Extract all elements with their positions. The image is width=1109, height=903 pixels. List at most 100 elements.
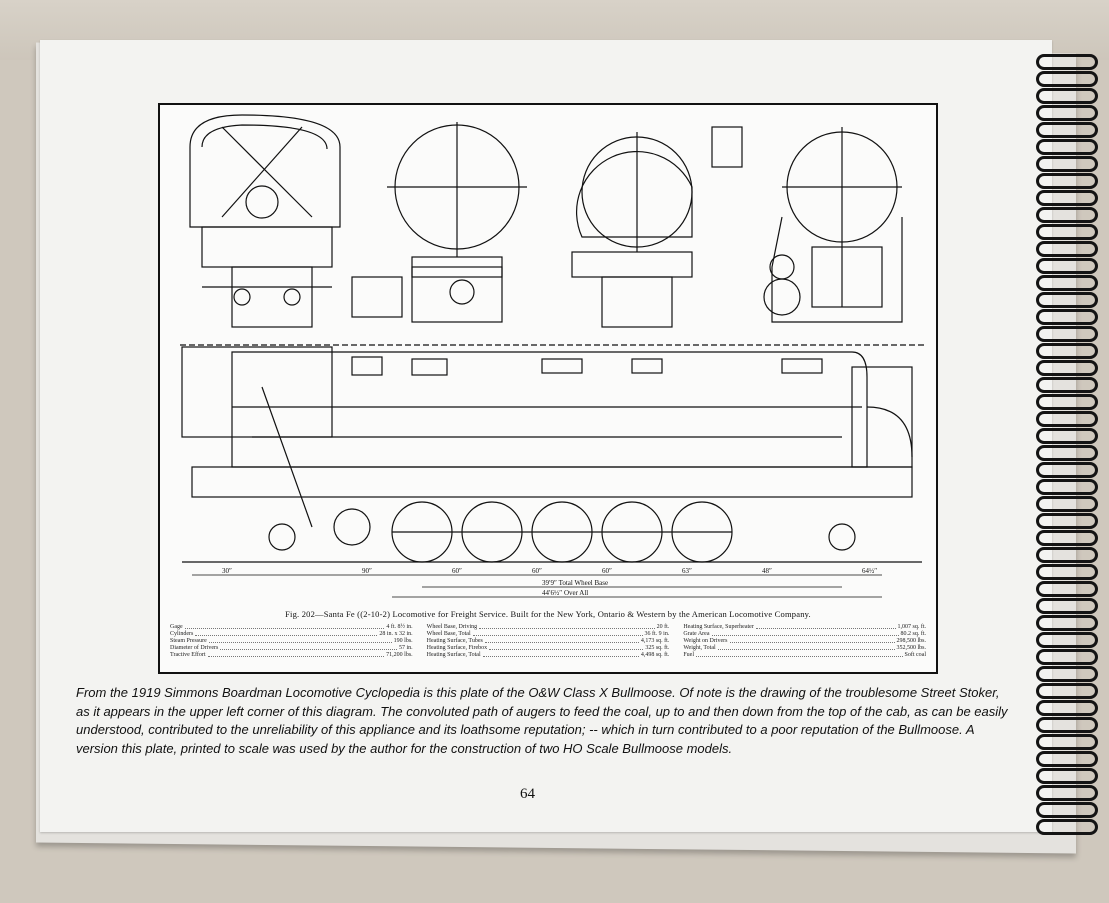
spec-value: 71,200 lbs. — [386, 652, 413, 658]
spec-row: Steam Pressure 190 lbs. — [170, 638, 413, 645]
spec-label: Heating Surface, Firebox — [426, 645, 488, 651]
spiral-coil — [1036, 428, 1098, 444]
spiral-coil — [1036, 615, 1098, 631]
spiral-coil — [1036, 802, 1098, 818]
spiral-coil — [1036, 598, 1098, 614]
spiral-coil — [1036, 734, 1098, 750]
spec-value: 20 ft. — [656, 624, 670, 630]
spiral-coil — [1036, 54, 1098, 70]
dimension-label: 48″ — [762, 567, 772, 575]
leader-dots — [472, 631, 643, 636]
dimension-label: 60″ — [532, 567, 542, 575]
leader-dots — [207, 652, 385, 657]
spiral-coil — [1036, 445, 1098, 461]
spiral-coil — [1036, 768, 1098, 784]
dimension-label: 64½″ — [862, 567, 877, 575]
spec-label: Heating Surface, Tubes — [426, 638, 483, 644]
leader-dots — [717, 645, 895, 650]
spiral-coil — [1036, 462, 1098, 478]
boiler-section-1 — [351, 122, 527, 323]
spiral-coil — [1036, 819, 1098, 835]
spiral-coil — [1036, 564, 1098, 580]
spec-column: Heating Surface, Superheater 1,007 sq. ft… — [683, 624, 926, 659]
spec-column: Gage 4 ft. 8½ in. Cylinders 28 in. x 32 in.… — [170, 624, 413, 659]
spec-row: Cylinders 28 in. x 32 in. — [170, 631, 413, 638]
leader-dots — [696, 652, 903, 657]
spec-label: Steam Pressure — [170, 638, 207, 644]
spiral-coil — [1036, 377, 1098, 393]
spiral-coil — [1036, 394, 1098, 410]
spec-label: Weight, Total — [683, 645, 716, 651]
spec-value: 4,173 sq. ft. — [640, 638, 670, 644]
leader-dots — [208, 638, 392, 643]
wheels — [182, 501, 922, 563]
leader-dots — [484, 638, 639, 643]
dimension-label: 60″ — [452, 567, 462, 575]
leader-dots — [479, 624, 655, 629]
spiral-binding — [1028, 48, 1098, 838]
spec-label: Cylinders — [170, 631, 194, 637]
locomotive-drawing: 30″90″60″60″60″63″48″64½″39′9″ Total Whe… — [180, 114, 924, 598]
spiral-coil — [1036, 292, 1098, 308]
spiral-coil — [1036, 139, 1098, 155]
spec-row: Grate Area 80.2 sq. ft. — [683, 631, 926, 638]
leader-dots — [755, 624, 896, 629]
spec-value: 57 in. — [399, 645, 413, 651]
page-number: 64 — [520, 786, 535, 802]
spec-row: Gage 4 ft. 8½ in. — [170, 624, 413, 631]
spec-row: Heating Surface, Tubes 4,173 sq. ft. — [427, 638, 670, 645]
spec-label: Grate Area — [683, 631, 710, 637]
spec-value: 352,500 lbs. — [896, 645, 927, 651]
spiral-coil — [1036, 105, 1098, 121]
spiral-coil — [1036, 717, 1098, 733]
leader-dots — [729, 638, 895, 643]
spiral-coil — [1036, 683, 1098, 699]
spec-value: 28 in. x 32 in. — [379, 631, 413, 637]
spec-value: 80.2 sq. ft. — [900, 631, 927, 637]
spiral-coil — [1036, 343, 1098, 359]
spiral-coil — [1036, 360, 1098, 376]
spiral-coil — [1036, 71, 1098, 87]
spec-label: Gage — [170, 624, 183, 630]
leader-dots — [482, 652, 639, 657]
spec-label: Heating Surface, Superheater — [683, 624, 754, 630]
spiral-coil — [1036, 309, 1098, 325]
spiral-coil — [1036, 581, 1098, 597]
spec-value: 325 sq. ft. — [645, 645, 670, 651]
spiral-coil — [1036, 700, 1098, 716]
dimension-label: 63″ — [682, 567, 692, 575]
spiral-coil — [1036, 207, 1098, 223]
boiler-section-2 — [571, 126, 743, 328]
spec-row: Weight, Total 352,500 lbs. — [683, 645, 926, 652]
figure-caption: Fig. 202—Santa Fe ((2-10-2) Locomotive f… — [285, 609, 811, 619]
spec-row: Heating Surface, Superheater 1,007 sq. ft… — [683, 624, 926, 631]
spiral-coil — [1036, 785, 1098, 801]
spiral-coil — [1036, 649, 1098, 665]
leader-dots — [195, 631, 378, 636]
spiral-coil — [1036, 224, 1098, 240]
wheelbase-label: 44′6½″ Over All — [542, 589, 588, 597]
leader-dots — [220, 645, 397, 650]
leader-dots — [184, 624, 385, 629]
side-elevation — [180, 344, 924, 528]
spec-value: 298,500 lbs. — [896, 638, 927, 644]
spec-value: 4 ft. 8½ in. — [386, 624, 413, 630]
spiral-coil — [1036, 156, 1098, 172]
dimension-label: 90″ — [362, 567, 372, 575]
spec-value: 190 lbs. — [393, 638, 413, 644]
spec-label: Tractive Effort — [170, 652, 206, 658]
spiral-coil — [1036, 88, 1098, 104]
spiral-coil — [1036, 326, 1098, 342]
dimension-label: 30″ — [222, 567, 232, 575]
front-end-view — [189, 114, 341, 328]
spec-value: 1,007 sq. ft. — [897, 624, 927, 630]
firebox-section — [763, 127, 903, 323]
leader-dots — [711, 631, 899, 636]
spec-table: Gage 4 ft. 8½ in. Cylinders 28 in. x 32 in.… — [170, 624, 926, 659]
